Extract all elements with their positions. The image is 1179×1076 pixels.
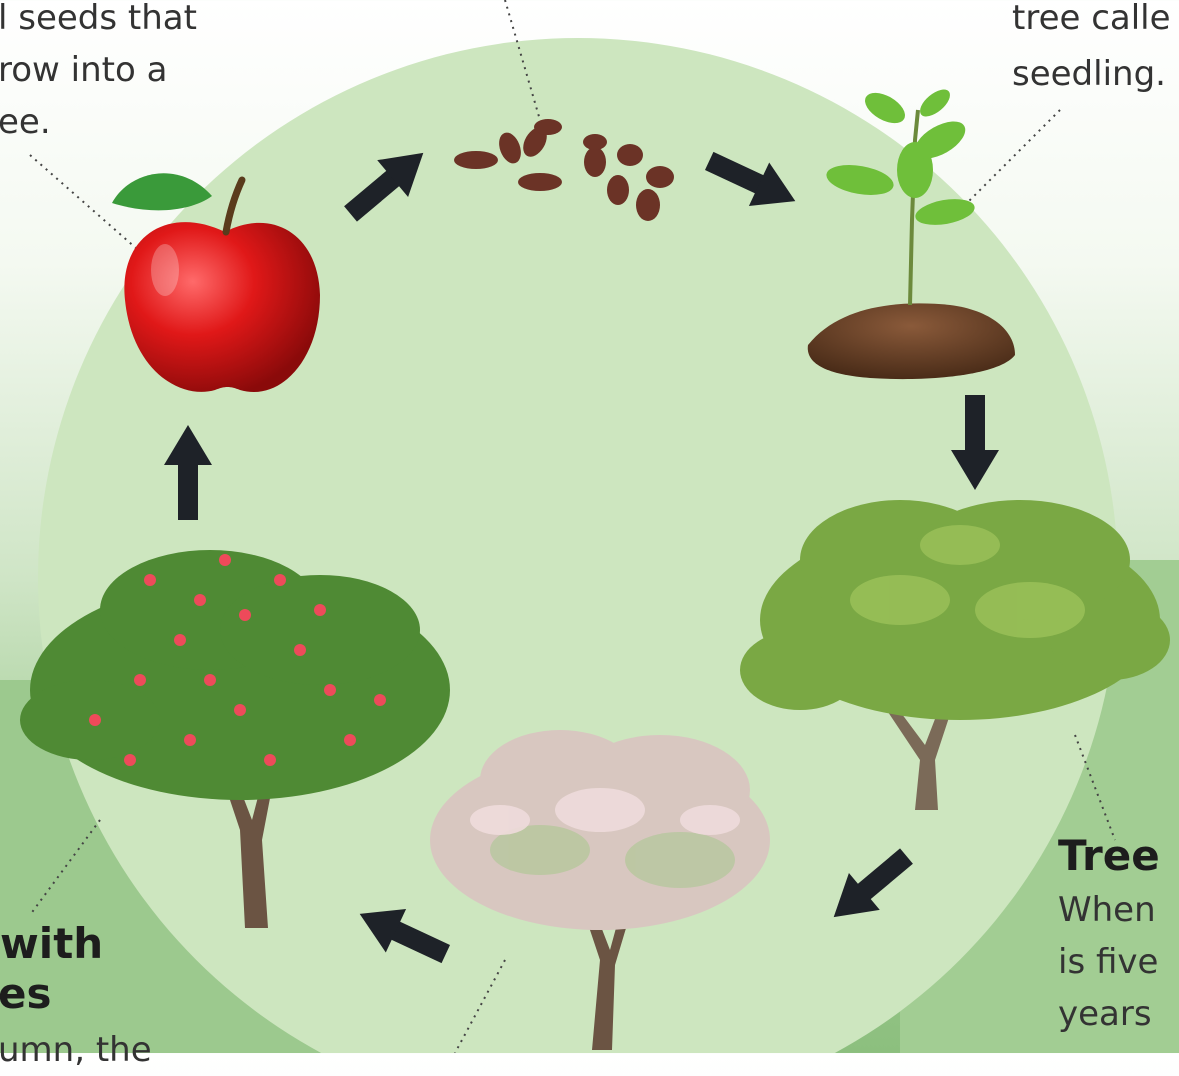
leader-line-seedling (960, 110, 1060, 210)
fruit-tree-heading-line-2: es (0, 970, 51, 1018)
seedling-caption-line-2: seedling. (1012, 48, 1166, 100)
tree-caption-line-3: years (1058, 988, 1152, 1040)
apple-caption-line-2: row into a (0, 44, 167, 96)
fruit-tree-heading-line-1: with (0, 920, 103, 968)
tree-heading: Tree (1058, 832, 1160, 880)
tree-caption-line-1: When (1058, 884, 1156, 936)
life-cycle-diagram (0, 0, 1179, 1053)
tree-caption-line-2: is five (1058, 936, 1158, 988)
apple-caption-line-1: l seeds that (0, 0, 197, 44)
fruit-tree-caption-line-1: umn, the (0, 1024, 152, 1076)
seedling-caption-line-1: tree calle (1012, 0, 1171, 44)
leader-line-fruit-tree (30, 820, 100, 915)
apple-caption-line-3: ee. (0, 96, 51, 148)
